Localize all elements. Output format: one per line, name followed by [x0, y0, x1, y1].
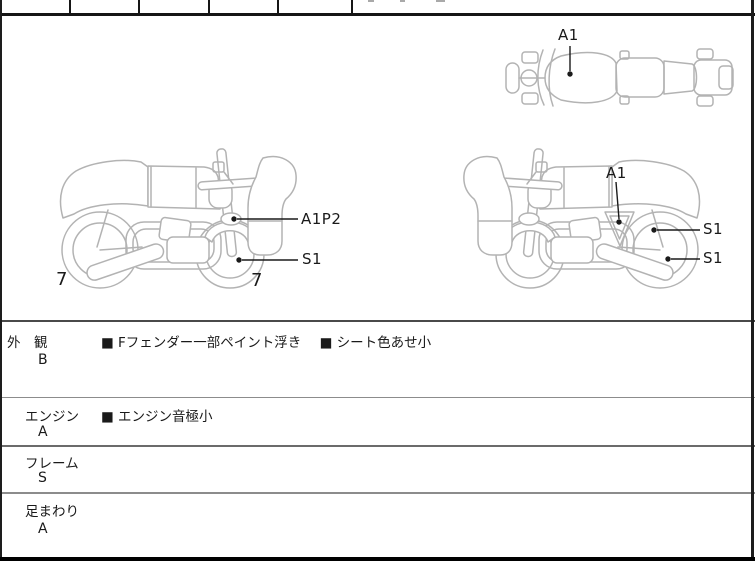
cropped-text-remnant — [400, 0, 405, 2]
row-divider — [0, 492, 755, 494]
defect-dot-s1-left — [236, 257, 242, 263]
grade-value: B — [38, 352, 48, 368]
column-divider — [277, 0, 279, 13]
annotation-label-s1-upper: S1 — [703, 220, 724, 238]
defect-dot-a1p2 — [231, 216, 237, 222]
grade-value: A — [38, 521, 48, 537]
category-label: フレーム — [25, 456, 79, 472]
cropped-text-remnant — [436, 0, 445, 2]
pointer-line-a1-right — [615, 181, 620, 220]
note-item: ■ シート色あせ小 — [319, 335, 432, 351]
row-divider — [0, 445, 755, 447]
defect-dot-s1-upper — [651, 227, 657, 233]
note-item: ■ エンジン音極小 — [101, 409, 213, 425]
row-divider — [0, 397, 755, 398]
column-divider — [138, 0, 140, 13]
section-divider — [0, 320, 755, 322]
annotation-label-s1-left: S1 — [302, 250, 323, 268]
column-divider — [351, 0, 353, 13]
inspection-row-engine: エンジン A ■ エンジン音極小 — [2, 397, 751, 445]
header-row-border — [0, 13, 755, 16]
annotation-pointers — [231, 46, 700, 263]
category-label: エンジン — [25, 409, 79, 425]
wheel-grade-rear-left: 7 — [56, 269, 68, 290]
annotation-label-a1-right: A1 — [606, 164, 627, 182]
inspection-row-undercarriage: 足まわり A — [2, 494, 751, 557]
column-divider — [69, 0, 71, 13]
notes-list: ■ エンジン音極小 — [101, 405, 227, 425]
motorcycle-left-side-view — [59, 147, 297, 289]
annotation-label-a1-top-view: A1 — [558, 26, 579, 44]
defect-dot-s1-lower — [665, 256, 671, 262]
sheet-border-right — [751, 0, 754, 561]
wheel-grade-front-left: 7 — [251, 270, 263, 291]
category-label: 足まわり — [25, 504, 79, 520]
note-item: ■ Fフェンダー一部ペイント浮き — [101, 335, 302, 351]
grade-value: S — [38, 470, 47, 486]
motorcycle-top-view — [505, 48, 734, 107]
annotation-label-s1-lower: S1 — [703, 249, 724, 267]
grade-value: A — [38, 424, 48, 440]
sheet-border-left — [0, 0, 2, 561]
column-divider — [208, 0, 210, 13]
motorcycle-right-side-view — [463, 147, 701, 289]
notes-list: ■ Fフェンダー一部ペイント浮き ■ シート色あせ小 — [101, 331, 445, 351]
defect-dot-a1-right — [616, 219, 622, 225]
inspection-row-exterior: 外 観 B ■ Fフェンダー一部ペイント浮き ■ シート色あせ小 — [2, 322, 751, 397]
annotation-label-a1p2: A1P2 — [301, 210, 342, 228]
category-label: 外 観 — [7, 335, 48, 351]
sheet-border-bottom — [0, 557, 755, 561]
cropped-text-remnant — [368, 0, 374, 2]
defect-dot-a1-top — [567, 71, 573, 77]
inspection-row-frame: フレーム S — [2, 446, 751, 492]
